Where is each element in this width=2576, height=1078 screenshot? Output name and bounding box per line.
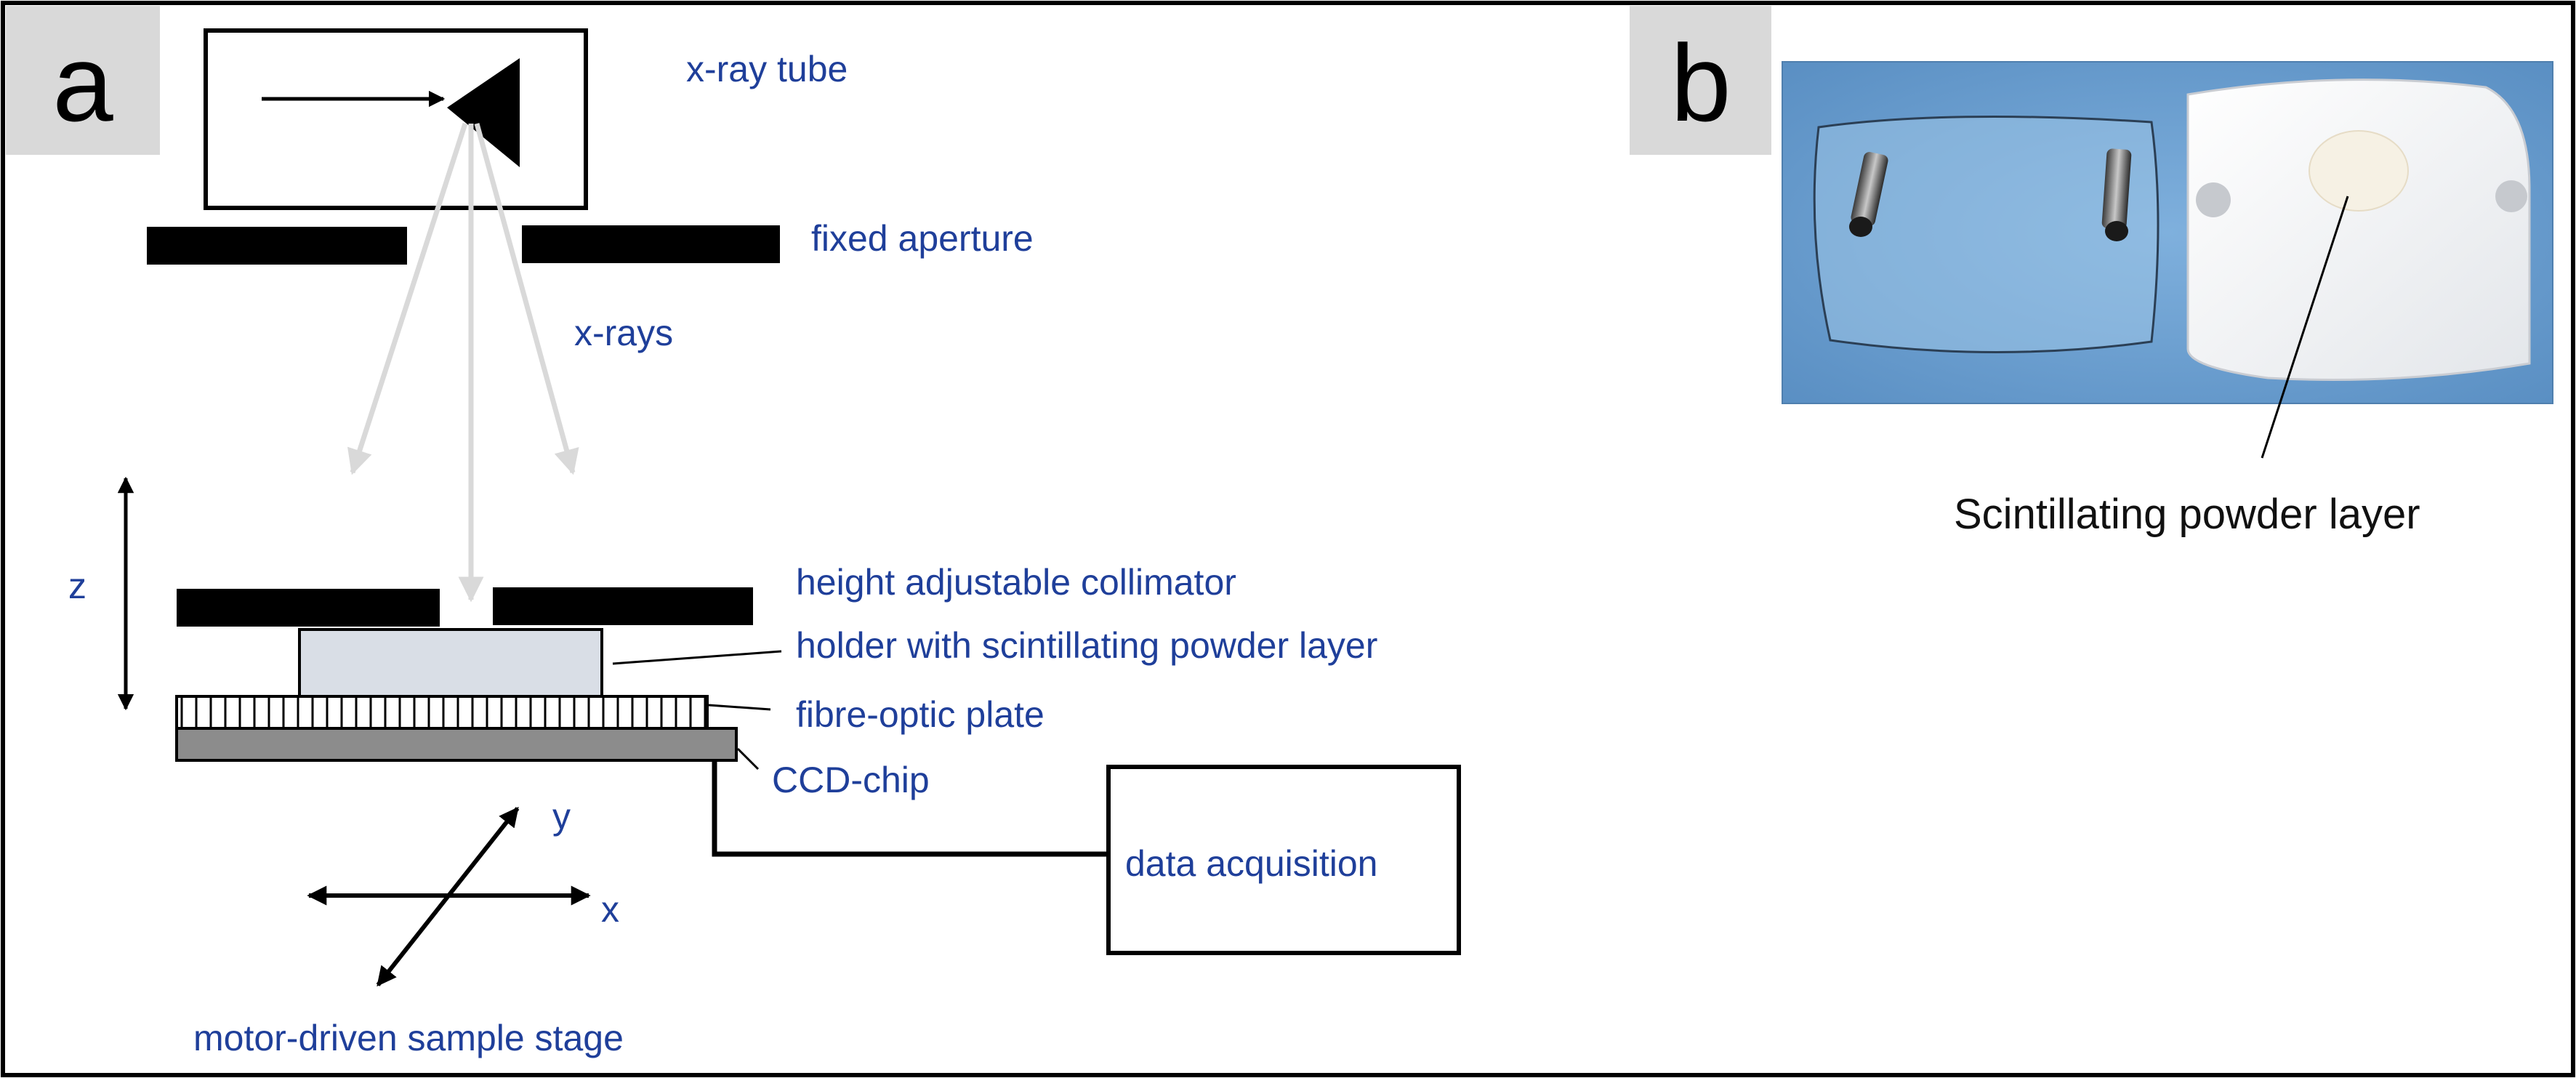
fibre-optic-plate (175, 695, 709, 730)
panel-letter-a: a (52, 22, 113, 144)
xray-beams (347, 122, 579, 603)
label-xrays: x-rays (574, 313, 673, 353)
panel-letter-bg (6, 6, 160, 155)
label-scintillating-layer: Scintillating powder layer (1954, 491, 2420, 538)
holder-leader-line (612, 650, 782, 665)
ccd-leader-line (736, 747, 760, 771)
label-z: z (68, 566, 86, 606)
label-holder: holder with scintillating powder layer (796, 625, 1377, 666)
panel-b: b Scintillating powder layer (1630, 6, 2553, 538)
label-data-acquisition: data acquisition (1125, 843, 1377, 884)
data-cable (712, 760, 1108, 857)
panel-letter-bg (1630, 6, 1771, 155)
panel-a: a x-ray tube fixed aperture x-rays z hei… (6, 6, 1461, 1058)
data-acquisition-box (1106, 765, 1461, 955)
collimator-right (493, 587, 753, 625)
label-fixed-aperture: fixed aperture (811, 218, 1034, 259)
label-x: x (601, 889, 619, 930)
y-axis-arrow (376, 806, 520, 987)
scintillating-leader-line (2261, 196, 2349, 459)
label-sample-stage: motor-driven sample stage (193, 1018, 624, 1058)
fixed-aperture-right (522, 225, 780, 263)
fixed-aperture-left (147, 227, 407, 265)
panel-letter-b: b (1670, 22, 1731, 144)
xray-tube-box (204, 28, 588, 210)
label-xray-tube: x-ray tube (686, 49, 848, 89)
label-fibre-optic: fibre-optic plate (796, 694, 1045, 735)
sample-holder (298, 628, 603, 699)
anode-target-shape (447, 58, 520, 167)
label-ccd: CCD-chip (772, 760, 930, 800)
sample-holder-photo (1782, 61, 2553, 404)
scintillating-disc (2309, 130, 2409, 212)
collimator-left (177, 589, 440, 627)
label-y: y (552, 796, 571, 837)
fibre-leader-line (708, 704, 771, 711)
ccd-chip (175, 727, 738, 762)
label-collimator: height adjustable collimator (796, 562, 1236, 603)
